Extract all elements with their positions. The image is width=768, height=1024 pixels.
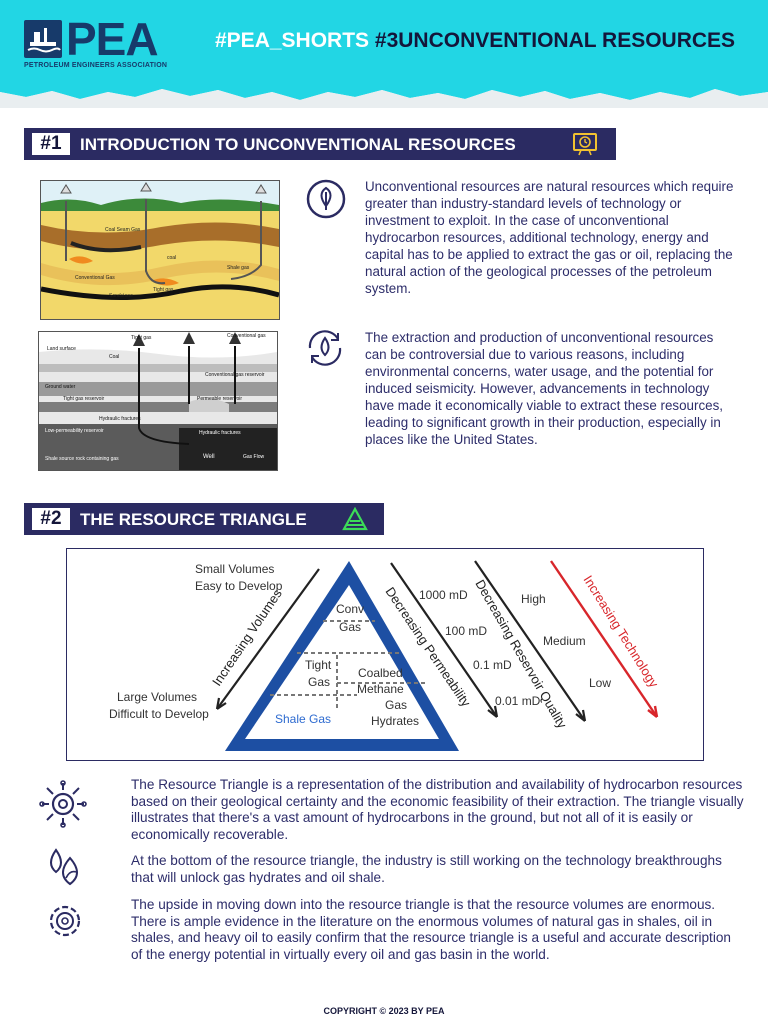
fig2-label-well: Well: [203, 454, 215, 460]
geology-cross-section-image: Coal Seam Gas coal Shale gas Conventiona…: [40, 180, 280, 320]
water-drop-cycle-icon: [308, 330, 342, 366]
section2-paragraph-1: The Resource Triangle is a representatio…: [131, 777, 744, 842]
fig1-label-coal: coal: [167, 255, 176, 261]
fig2-label-permeable: Permeable reservoir: [197, 396, 242, 402]
fig1-label-tight-gas: Tight gas: [153, 287, 174, 293]
arrow-increasing-volumes: [216, 568, 320, 710]
presentation-clock-icon: [573, 133, 597, 156]
leaf-icon: [306, 179, 346, 219]
logo-text: PEA: [66, 13, 159, 65]
fig2-label-tight-reservoir: Tight gas reservoir: [63, 396, 105, 402]
perm-value-4: 0.01 mD: [495, 694, 541, 708]
gear-network-icon: [39, 780, 87, 828]
triangle-inner: [245, 585, 439, 739]
section2-badge: #2: [32, 508, 70, 530]
label-conv-gas: Gas: [339, 620, 361, 634]
fig2-label-coal: Coal: [109, 354, 119, 360]
quality-value-high: High: [521, 592, 546, 606]
label-shale-gas: Shale Gas: [275, 712, 331, 726]
fig2-label-shale-source: Shale source rock containing gas: [45, 456, 119, 462]
label-gas: Gas: [385, 698, 407, 712]
label-difficult-develop: Difficult to Develop: [109, 707, 209, 721]
section1-paragraph-1: Unconventional resources are natural res…: [365, 179, 734, 296]
section1-title: INTRODUCTION TO UNCONVENTIONAL RESOURCES: [80, 135, 516, 154]
label-tight-gas: Gas: [308, 675, 330, 689]
section1-badge: #1: [32, 133, 70, 155]
page-header: PEA PETROLEUM ENGINEERS ASSOCIATION #PEA…: [0, 0, 768, 118]
section2-title: THE RESOURCE TRIANGLE: [80, 510, 307, 529]
logo-subtitle: PETROLEUM ENGINEERS ASSOCIATION: [24, 62, 168, 69]
perm-value-2: 100 mD: [445, 624, 487, 638]
label-conv: Conv: [336, 602, 364, 616]
label-hydrates: Hydrates: [371, 714, 419, 728]
fig2-label-hydraulic: Hydraulic fractures: [99, 416, 141, 422]
fig2-label-conv-reservoir: Conventional gas reservoir: [205, 372, 265, 378]
fig2-label-land-surface: Land surface: [47, 346, 76, 352]
fig1-label-conventional: Conventional Gas: [75, 275, 115, 281]
reservoir-schematic-image: Tight gas Conventional gas Land surface …: [38, 331, 278, 471]
fig2-label-ground-water: Ground water: [45, 384, 76, 390]
label-large-volumes: Large Volumes: [117, 690, 197, 704]
label-increasing-volumes: Increasing Volumes: [209, 586, 285, 689]
section2-banner: #2 THE RESOURCE TRIANGLE: [24, 503, 384, 535]
label-coalbed: Coalbed: [358, 666, 403, 680]
gear-icon: [49, 905, 81, 937]
arrow-increasing-technology: [550, 560, 658, 718]
copyright-footer: COPYRIGHT © 2023 BY PEA: [323, 1006, 445, 1016]
header-background: [0, 0, 768, 108]
arrow-decreasing-quality: [474, 560, 586, 722]
page-title: #PEA_SHORTS #3UNCONVENTIONAL RESOURCES: [215, 28, 735, 54]
logo-rig-icon: [24, 20, 62, 58]
perm-value-3: 0.1 mD: [473, 658, 512, 672]
section1-banner: #1 INTRODUCTION TO UNCONVENTIONAL RESOUR…: [24, 128, 616, 160]
fig1-label-sandstone: Sandstone: [109, 293, 133, 299]
fig2-label-tight-gas: Tight gas: [131, 335, 152, 341]
resource-triangle-diagram: Conv Gas Tight Gas Coalbed Methane Shale…: [66, 548, 704, 761]
label-tight: Tight: [305, 658, 332, 672]
perm-value-1: 1000 mD: [419, 588, 468, 602]
triangle-icon: [342, 507, 368, 531]
section1-paragraph-2: The extraction and production of unconve…: [365, 330, 724, 447]
fig2-label-conventional: Conventional gas: [227, 333, 266, 339]
fig2-label-low-perm: Low-permeability reservoir: [45, 428, 104, 434]
quality-value-low: Low: [589, 676, 611, 690]
title-main: #3UNCONVENTIONAL RESOURCES: [374, 29, 736, 52]
label-easy-develop: Easy to Develop: [195, 579, 283, 593]
quality-value-medium: Medium: [543, 634, 586, 648]
arrow-decreasing-permeability: [390, 562, 498, 718]
oil-drops-icon: [50, 848, 78, 886]
label-methane: Methane: [357, 682, 404, 696]
fig2-label-hydraulic-2: Hydraulic fractures: [199, 430, 241, 436]
title-hashtag: #PEA_SHORTS: [215, 29, 370, 52]
label-increasing-technology: Increasing Technology: [580, 573, 661, 691]
label-small-volumes: Small Volumes: [195, 562, 274, 576]
section2-paragraph-2: At the bottom of the resource triangle, …: [131, 853, 722, 885]
fig2-label-gas-flow: Gas Flow: [243, 454, 265, 460]
fig1-label-shale-gas: Shale gas: [227, 265, 250, 271]
fig1-label-coal-seam: Coal Seam Gas: [105, 227, 141, 233]
section2-paragraph-3: The upside in moving down into the resou…: [131, 897, 731, 962]
